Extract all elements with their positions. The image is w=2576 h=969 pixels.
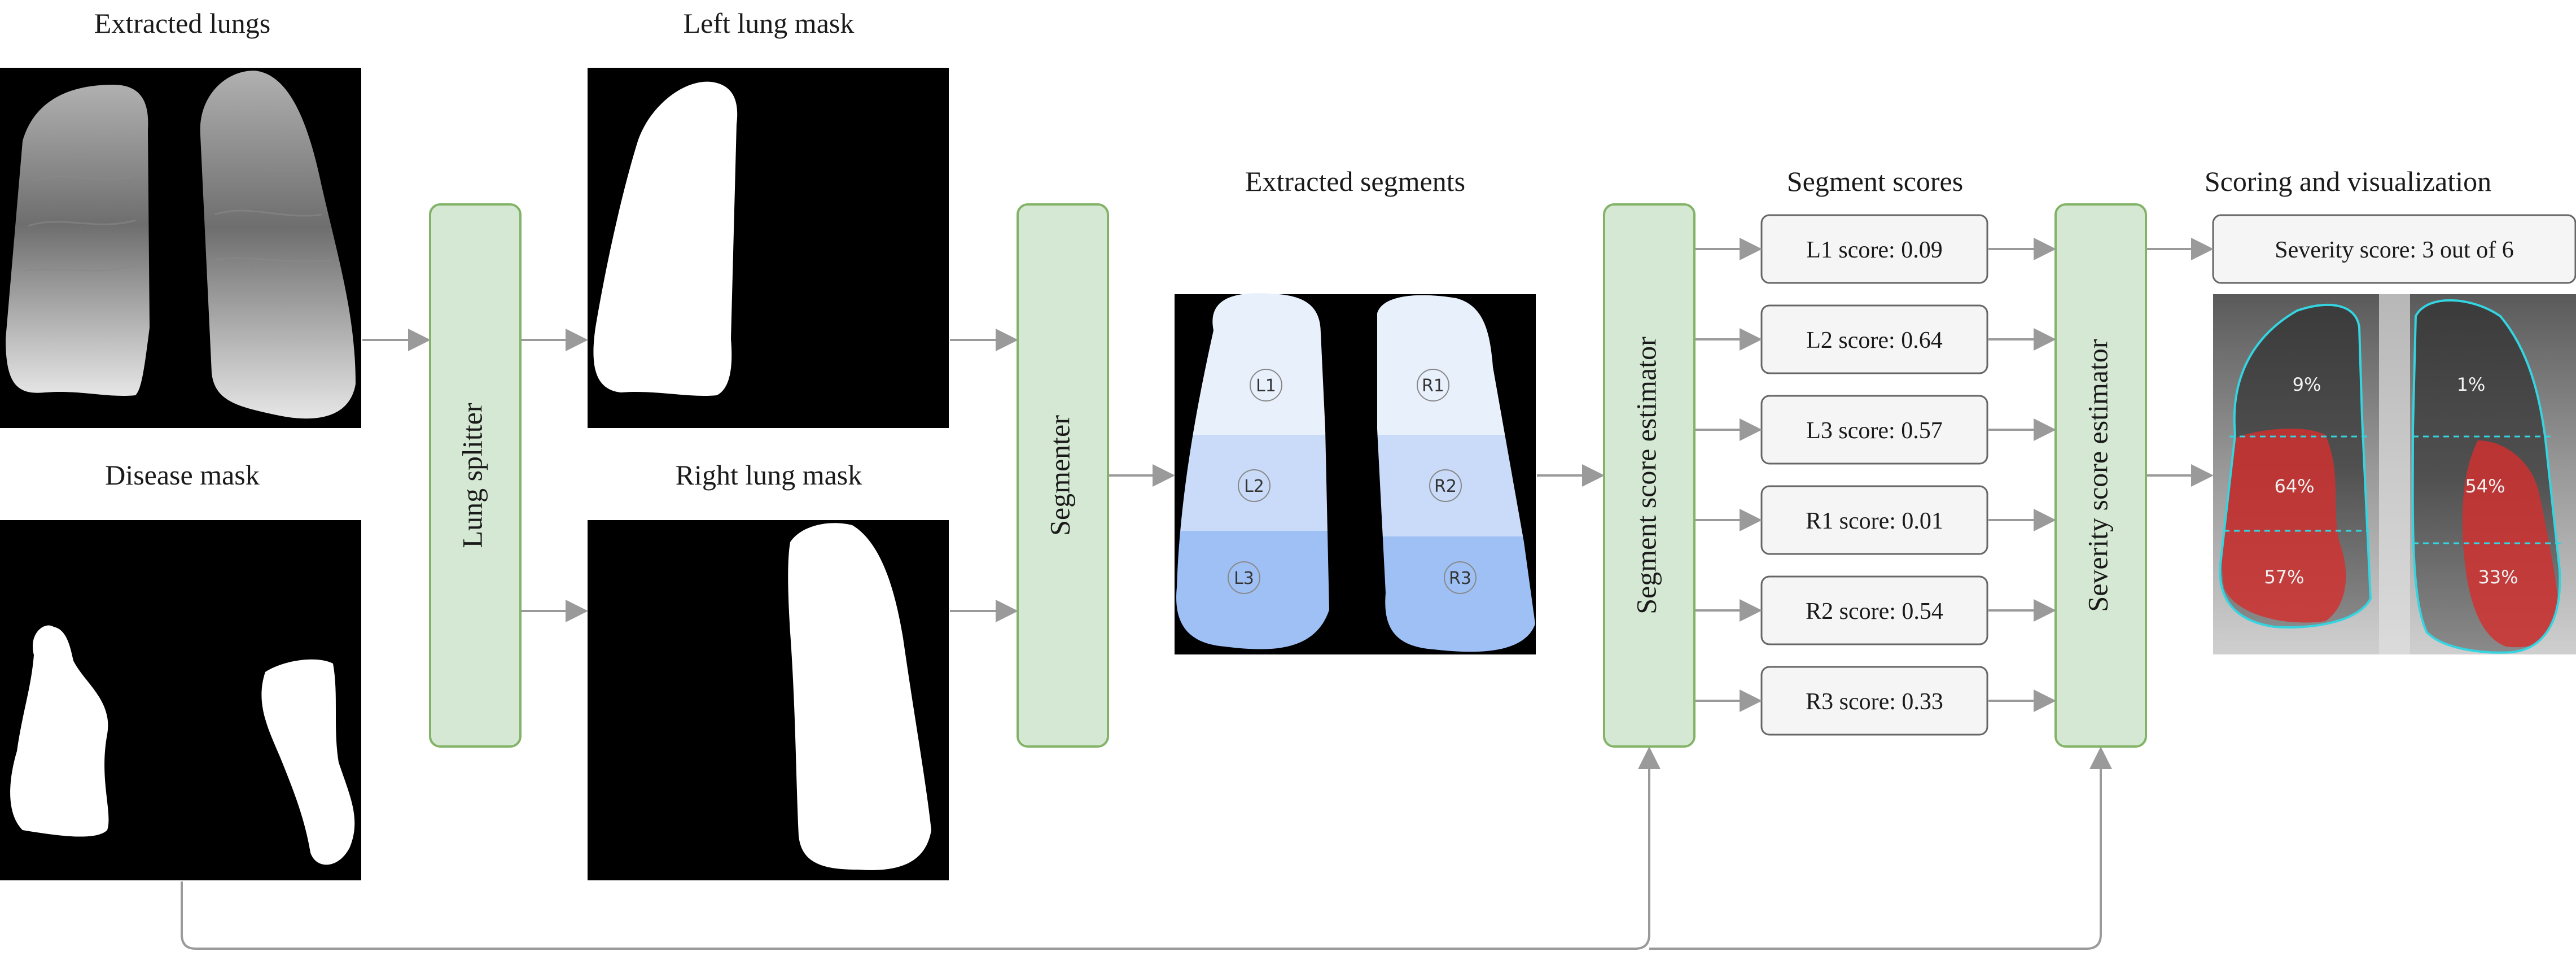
- left-lung-outline: [2219, 304, 2372, 628]
- title-left-lung-mask: Left lung mask: [684, 7, 855, 39]
- title-right-lung-mask: Right lung mask: [676, 459, 862, 491]
- segment-marker-r2: R2: [1429, 469, 1462, 502]
- svg-text:L2 score: 0.64: L2 score: 0.64: [1806, 328, 1942, 353]
- vis-pct-l3: 57%: [2264, 566, 2304, 588]
- svg-text:L3: L3: [1234, 569, 1254, 588]
- disease-mask-feedback-path: [181, 747, 1661, 950]
- svg-text:R2: R2: [1434, 477, 1457, 496]
- score-box-l2: L2 score: 0.64: [1760, 304, 1988, 374]
- segmenter-label: Segmenter: [1044, 415, 1075, 536]
- severity-score-box: Severity score: 3 out of 6: [2212, 214, 2576, 284]
- disease-mask-image: [0, 520, 361, 880]
- left-lung-mask-image: [588, 68, 949, 428]
- segment-score-estimator-block: Segment score estimator: [1603, 203, 1696, 748]
- segment-marker-r1: R1: [1417, 369, 1449, 401]
- extracted-segments-image: L1 L2 L3 R1 R2 R3: [1175, 293, 1536, 654]
- svg-text:R1: R1: [1422, 376, 1444, 396]
- lung-shape-icon: [200, 71, 356, 419]
- segmenter-block: Segmenter: [1017, 203, 1109, 748]
- score-box-r1: R1 score: 0.01: [1760, 485, 1988, 555]
- svg-text:R1 score: 0.01: R1 score: 0.01: [1806, 508, 1943, 534]
- score-box-r2: R2 score: 0.54: [1760, 575, 1988, 645]
- connector-arrows: [181, 238, 2214, 950]
- svg-text:R2 score: 0.54: R2 score: 0.54: [1806, 599, 1943, 625]
- right-lung-mask-image: [588, 520, 949, 880]
- svg-text:L1 score: 0.09: L1 score: 0.09: [1806, 237, 1942, 263]
- right-lung-outline: [2411, 299, 2561, 654]
- disease-mask-feedback-path-2: [1649, 747, 2112, 950]
- extracted-lungs-image: [0, 68, 361, 428]
- severity-score-estimator-block: Severity score estimator: [2054, 203, 2147, 748]
- title-extracted-lungs: Extracted lungs: [94, 7, 270, 39]
- vis-pct-l1: 9%: [2293, 374, 2321, 395]
- lung-splitter-block: Lung splitter: [429, 203, 522, 748]
- score-box-l3: L3 score: 0.57: [1760, 395, 1988, 465]
- segment-marker-l2: L2: [1238, 469, 1271, 502]
- title-extracted-segments: Extracted segments: [1245, 165, 1465, 197]
- svg-text:L3 score: 0.57: L3 score: 0.57: [1806, 418, 1942, 444]
- title-scoring-visualization: Scoring and visualization: [2205, 165, 2491, 197]
- svg-text:R3 score: 0.33: R3 score: 0.33: [1806, 689, 1943, 715]
- severity-score-estimator-label: Severity score estimator: [2082, 339, 2113, 612]
- score-box-l1: L1 score: 0.09: [1760, 214, 1988, 284]
- lung-shape-icon: [6, 85, 150, 396]
- segment-score-estimator-label: Segment score estimator: [1630, 337, 1662, 614]
- vis-pct-r3: 33%: [2478, 566, 2518, 588]
- title-disease-mask: Disease mask: [105, 459, 260, 491]
- score-box-r3: R3 score: 0.33: [1760, 666, 1988, 736]
- segment-marker-r3: R3: [1444, 561, 1477, 594]
- severity-visualization-image: 9% 64% 57% 1% 54% 33%: [2213, 294, 2576, 654]
- vis-pct-r2: 54%: [2465, 475, 2505, 497]
- lung-splitter-label: Lung splitter: [456, 403, 488, 548]
- vis-pct-l2: 64%: [2274, 475, 2314, 497]
- segment-marker-l1: L1: [1250, 369, 1282, 401]
- vis-pct-r1: 1%: [2457, 374, 2486, 395]
- title-segment-scores: Segment scores: [1787, 165, 1963, 197]
- segment-marker-l3: L3: [1228, 561, 1260, 594]
- svg-text:Severity score: 3 out of 6: Severity score: 3 out of 6: [2275, 237, 2513, 263]
- svg-text:L1: L1: [1256, 376, 1276, 396]
- svg-text:L2: L2: [1244, 477, 1264, 496]
- svg-text:R3: R3: [1449, 569, 1471, 588]
